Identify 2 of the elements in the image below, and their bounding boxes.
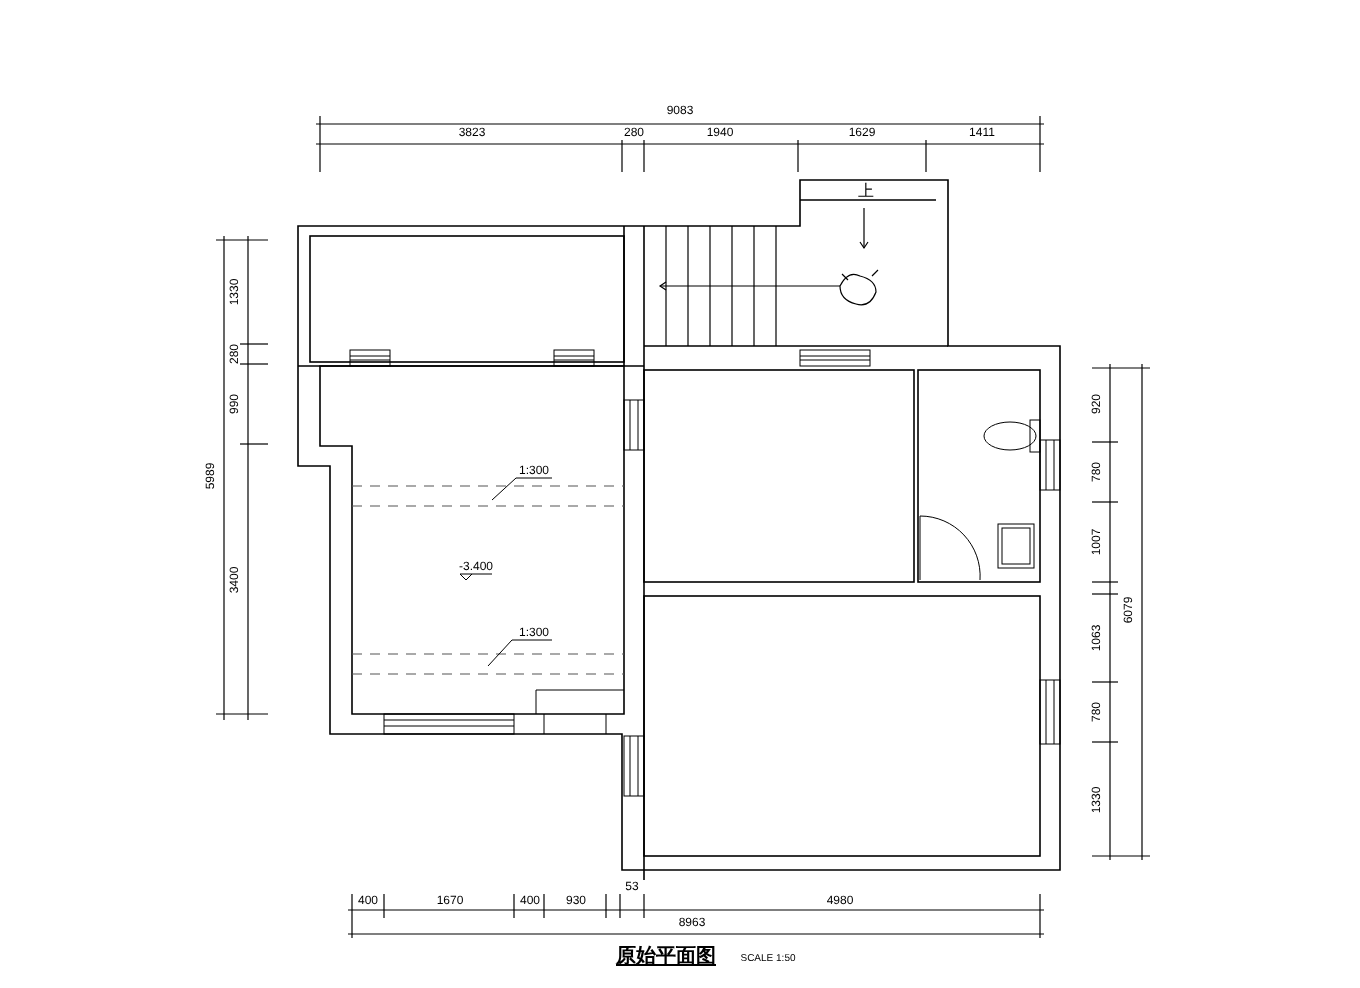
drawing-title: 原始平面图 (616, 948, 716, 968)
direction-text: 上 (858, 184, 874, 200)
